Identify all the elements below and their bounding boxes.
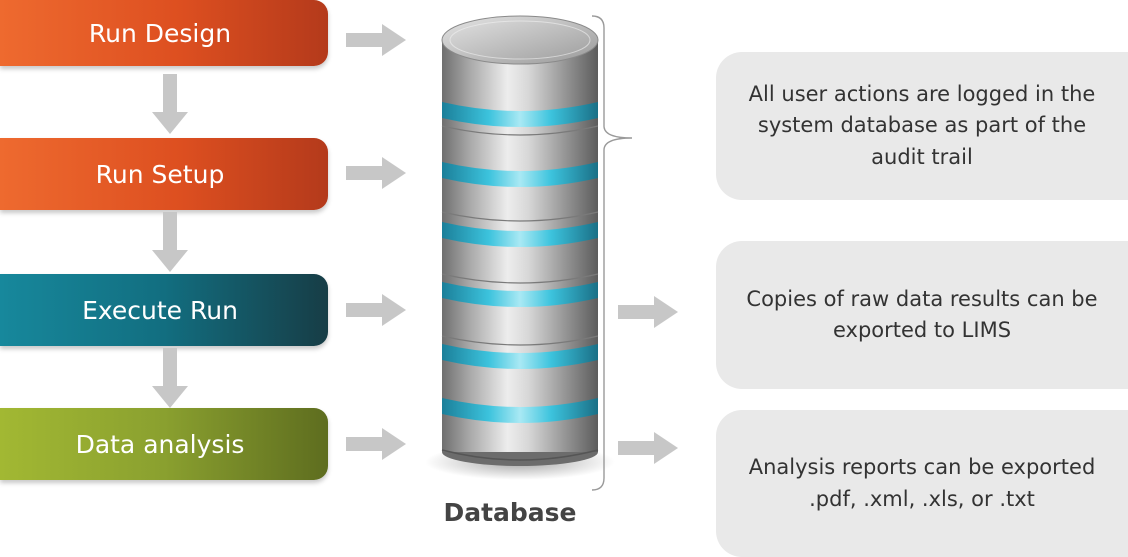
step-label: Data analysis bbox=[75, 429, 245, 459]
brace-icon bbox=[591, 15, 633, 491]
arrow-down-icon bbox=[152, 74, 188, 134]
note-text: Copies of raw data results can be export… bbox=[746, 286, 1098, 343]
note-text: All user actions are logged in the syste… bbox=[748, 81, 1096, 169]
note-report-export: Analysis reports can be exported .pdf, .… bbox=[716, 410, 1128, 557]
arrow-right-icon bbox=[346, 157, 406, 189]
arrow-right-icon bbox=[618, 296, 678, 328]
arrow-right-icon bbox=[346, 428, 406, 460]
note-audit-trail: All user actions are logged in the syste… bbox=[716, 52, 1128, 200]
arrow-right-icon bbox=[346, 24, 406, 56]
step-run-design: Run Design bbox=[0, 0, 328, 66]
step-data-analysis: Data analysis bbox=[0, 408, 328, 480]
step-execute-run: Execute Run bbox=[0, 274, 328, 346]
step-label: Run Setup bbox=[95, 159, 225, 189]
note-lims-export: Copies of raw data results can be export… bbox=[716, 241, 1128, 389]
arrow-right-icon bbox=[346, 294, 406, 326]
arrow-down-icon bbox=[152, 348, 188, 408]
arrow-down-icon bbox=[152, 212, 188, 272]
note-text: Analysis reports can be exported .pdf, .… bbox=[748, 455, 1096, 511]
step-label: Run Design bbox=[88, 18, 232, 48]
arrow-right-icon bbox=[618, 432, 678, 464]
step-label: Execute Run bbox=[82, 295, 238, 325]
database-cylinder-icon bbox=[425, 15, 615, 480]
step-run-setup: Run Setup bbox=[0, 138, 328, 210]
database-label: Database bbox=[443, 498, 577, 527]
